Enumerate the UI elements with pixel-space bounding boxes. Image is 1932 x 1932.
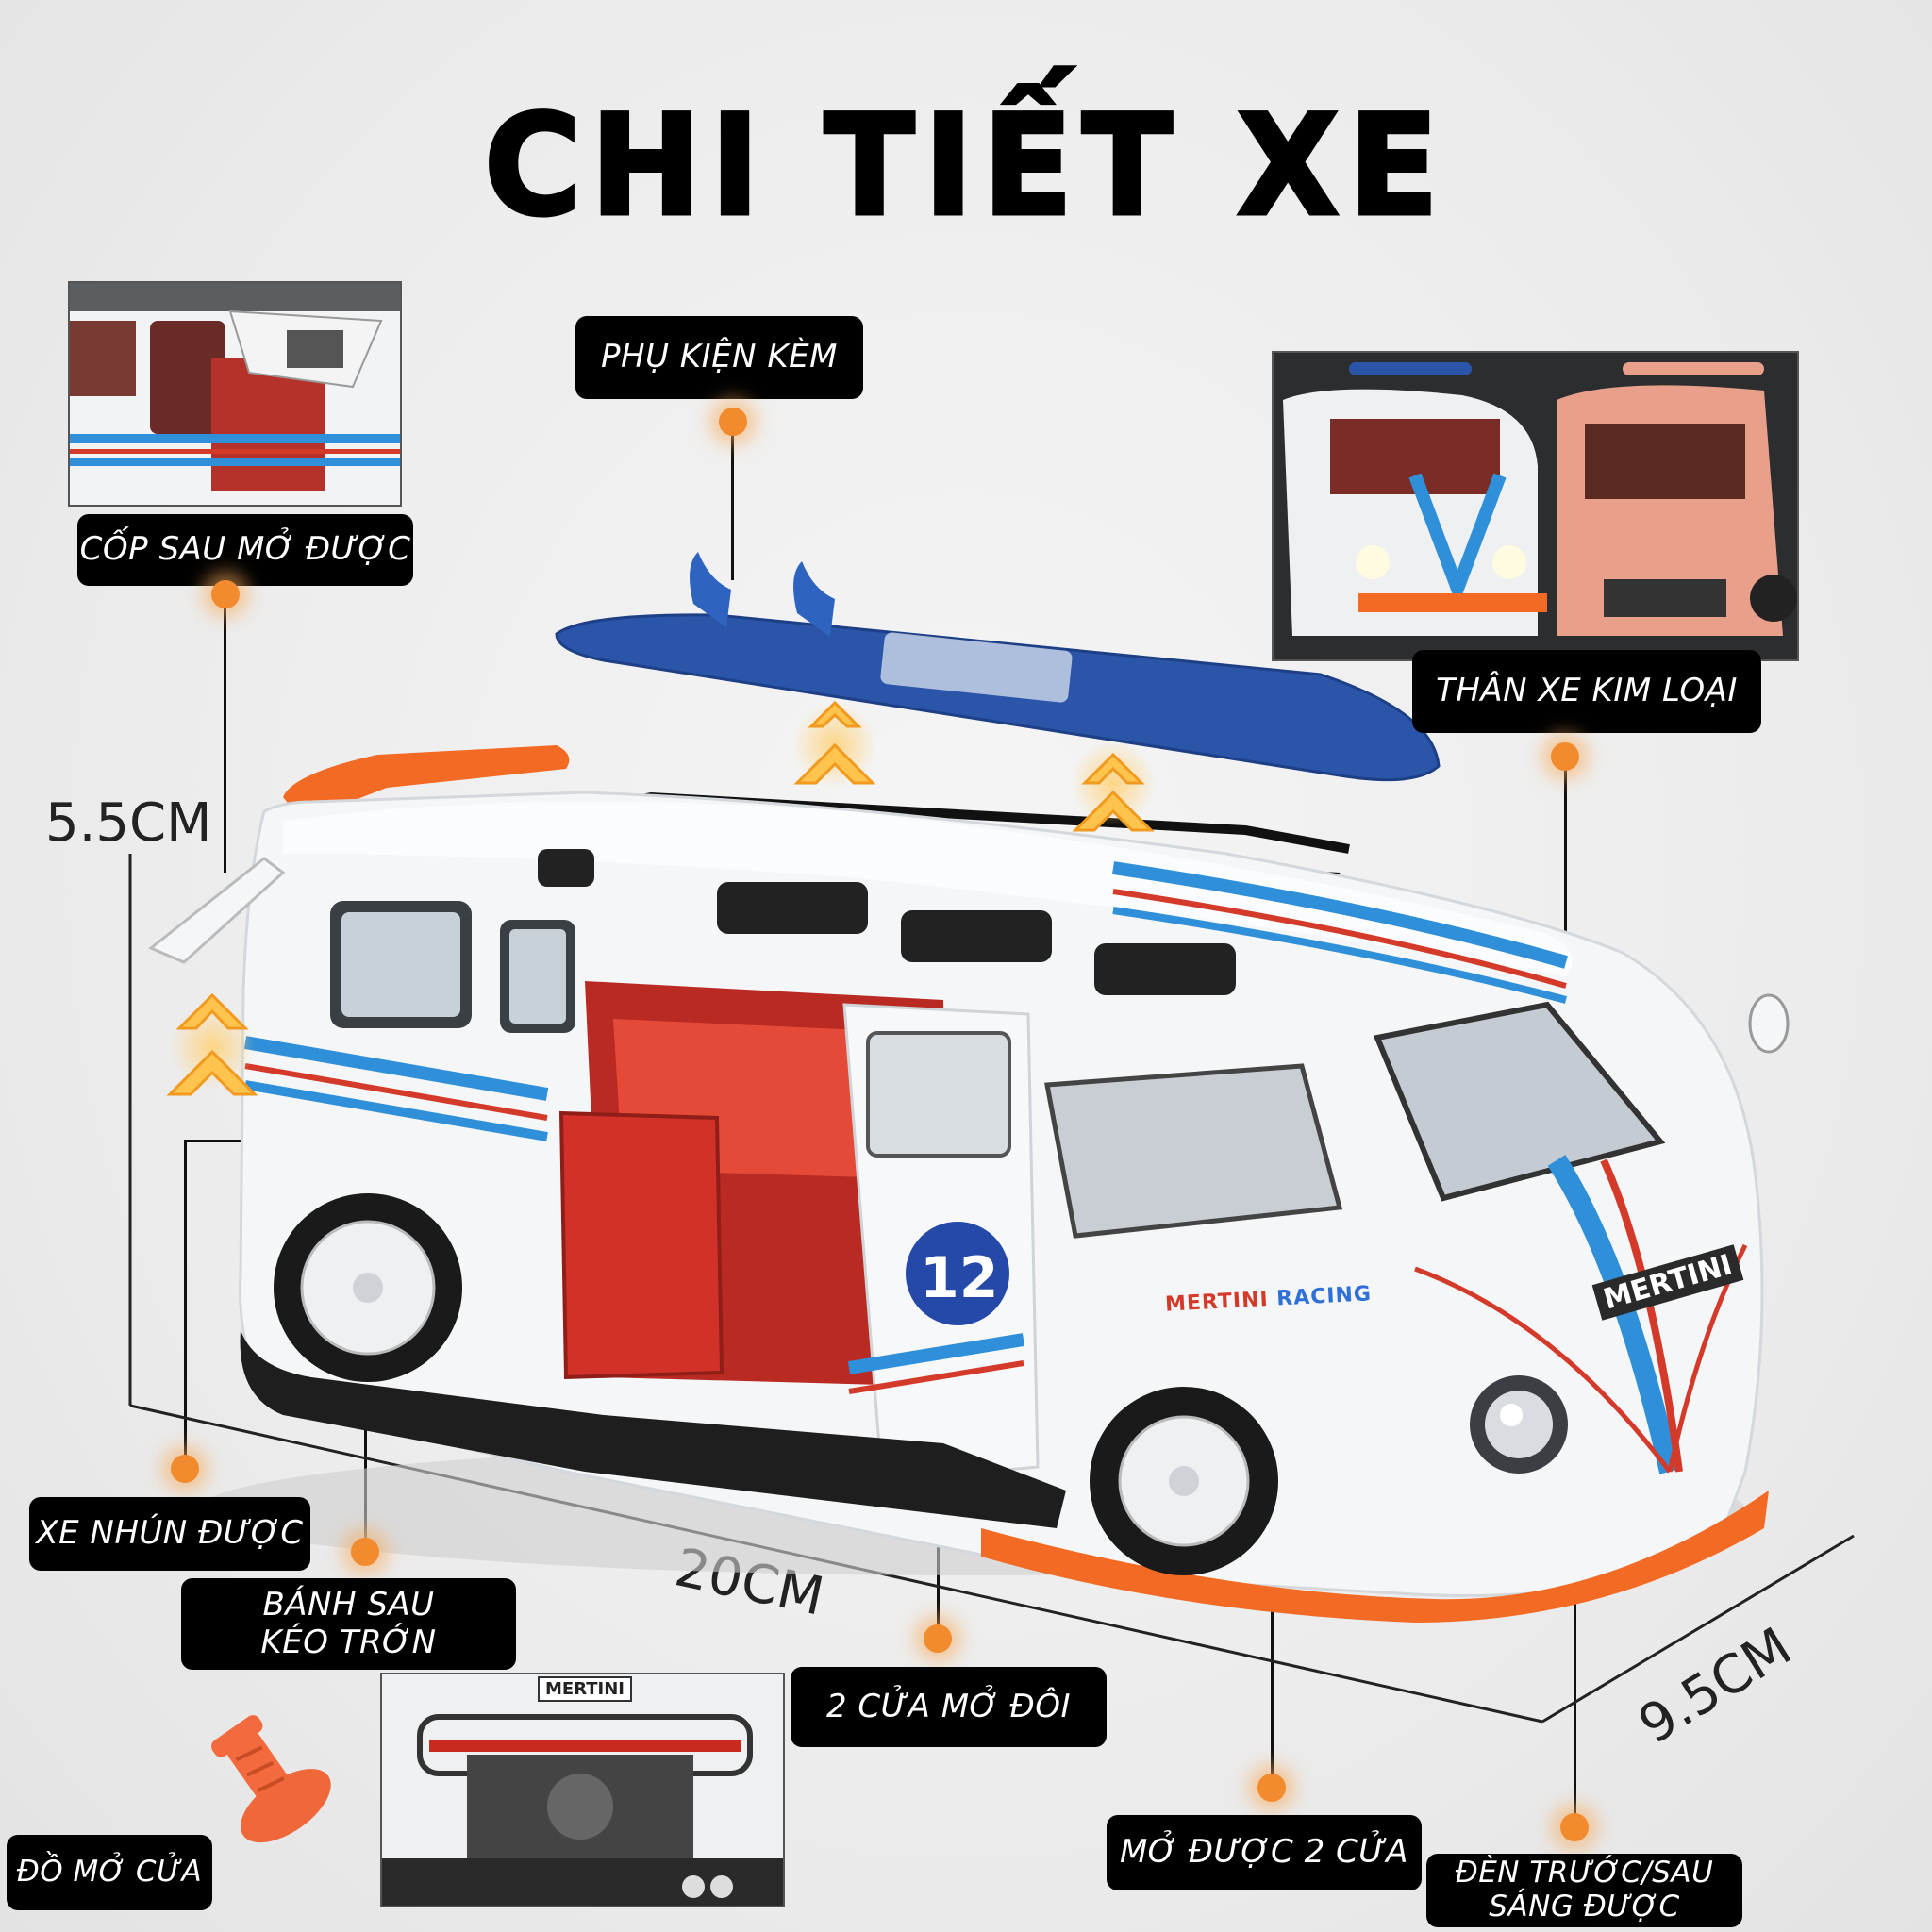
label-banh-sau-line-1: BÁNH SAU — [262, 1586, 435, 1624]
label-banh-sau: BÁNH SAU KÉO TRỚN — [181, 1578, 516, 1670]
leader-line-xe-nhun — [184, 1141, 187, 1467]
dot-den — [1560, 1813, 1589, 1841]
dot-banh-sau — [351, 1538, 379, 1566]
dot-xe-nhun — [171, 1455, 199, 1483]
rear-lights-illustration — [382, 1674, 783, 1906]
label-than-xe: THÂN XE KIM LOẠI — [1412, 650, 1761, 733]
label-xe-nhun: XE NHÚN ĐƯỢC — [29, 1497, 310, 1571]
label-mo-2-cua: MỞ ĐƯỢC 2 CỬA — [1107, 1815, 1422, 1890]
page-title: CHI TIẾT XE — [482, 84, 1448, 249]
dot-cop-sau — [211, 580, 240, 608]
leader-line-den — [1574, 1434, 1576, 1825]
label-den-line-2: SÁNG ĐƯỢC — [1489, 1890, 1680, 1924]
dot-than-xe — [1551, 742, 1579, 771]
car-number: 12 — [920, 1245, 999, 1311]
label-den: ĐÈN TRƯỚC/SAU SÁNG ĐƯỢC — [1426, 1854, 1742, 1927]
photo-rear-hatch — [68, 281, 402, 507]
rear-hatch-illustration — [70, 309, 400, 505]
label-hai-cua: 2 CỬA MỞ ĐÔI — [791, 1667, 1107, 1747]
dot-mo-2-cua — [1257, 1774, 1286, 1802]
leader-line-cop-sau — [224, 594, 226, 873]
rear-plate-text: MERTINI — [538, 1676, 632, 1702]
leader-line-than-xe — [1564, 769, 1567, 934]
label-phu-kien: PHỤ KIỆN KÈM — [575, 316, 863, 399]
leader-line-phu-kien — [731, 425, 734, 580]
label-cop-sau: CỐP SAU MỞ ĐƯỢC — [77, 514, 413, 586]
label-do-mo-cua: ĐỒ MỞ CỬA — [7, 1835, 212, 1910]
photo-metal-body — [1272, 351, 1799, 661]
photo-rear-lights: MERTINI — [380, 1673, 785, 1907]
leader-line-banh-sau — [364, 1377, 367, 1552]
leader-line-xe-nhun-top — [184, 1140, 241, 1142]
dot-hai-cua — [924, 1624, 952, 1653]
label-den-line-1: ĐÈN TRƯỚC/SAU — [1455, 1856, 1714, 1890]
metal-body-illustration — [1274, 353, 1797, 659]
dot-phu-kien — [719, 408, 747, 436]
dimension-height: 5.5CM — [45, 792, 212, 854]
label-banh-sau-line-2: KÉO TRỚN — [260, 1623, 437, 1661]
